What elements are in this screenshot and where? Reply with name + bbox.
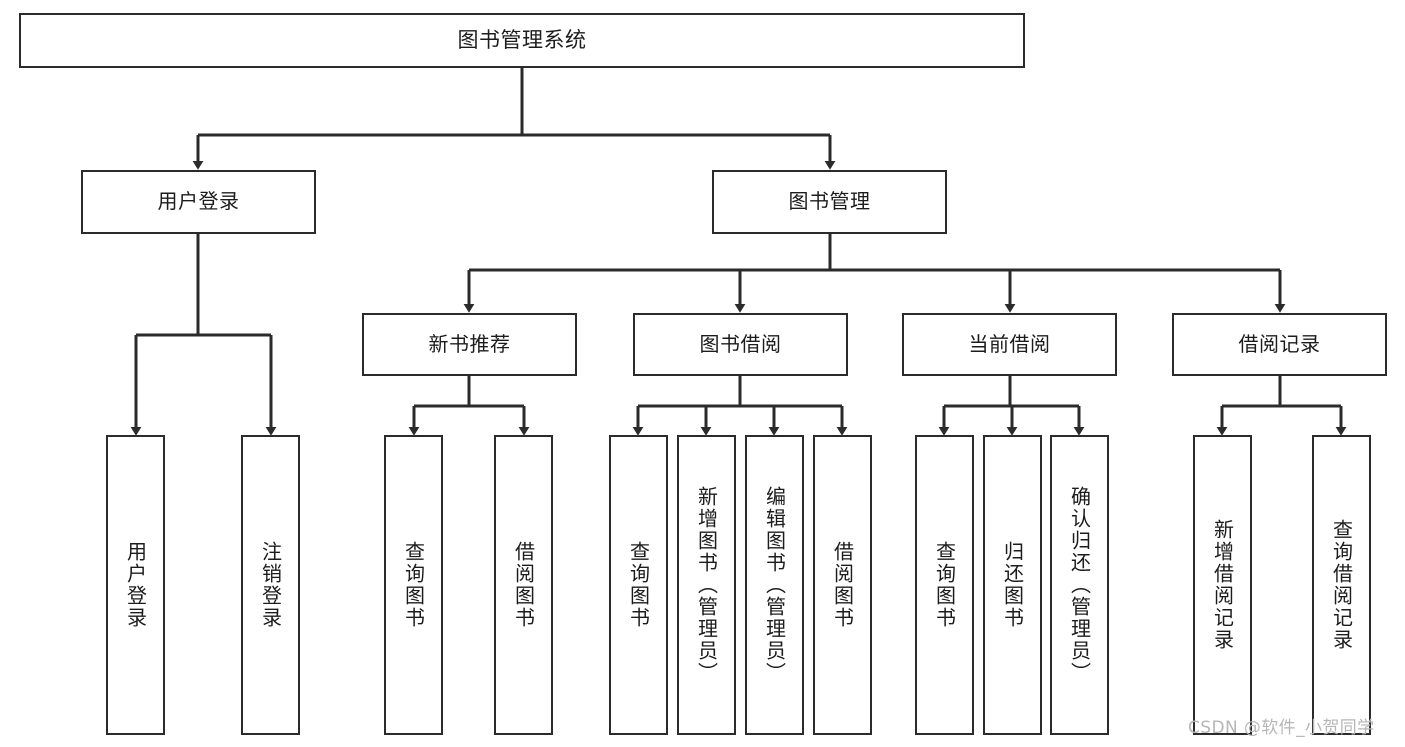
node-label: 查询图书 (626, 541, 651, 629)
node-label: 确认归还（管理员） (1067, 486, 1092, 684)
node-label: 查询图书 (401, 541, 426, 629)
leaf-book-borrow-edit[interactable]: 编辑图书（管理员） (745, 435, 804, 735)
leaf-book-borrow-query[interactable]: 查询图书 (609, 435, 668, 735)
node-book-management[interactable]: 图书管理 (712, 170, 947, 234)
leaf-current-borrow-query[interactable]: 查询图书 (915, 435, 974, 735)
node-label: 图书管理系统 (457, 28, 587, 53)
leaf-new-book-query[interactable]: 查询图书 (384, 435, 443, 735)
leaf-book-borrow-borrow[interactable]: 借阅图书 (813, 435, 872, 735)
node-book-borrow[interactable]: 图书借阅 (633, 313, 848, 376)
node-label: 当前借阅 (968, 331, 1051, 356)
leaf-user-login-login[interactable]: 用户登录 (106, 435, 165, 735)
leaf-book-borrow-add[interactable]: 新增图书（管理员） (677, 435, 736, 735)
node-current-borrow[interactable]: 当前借阅 (902, 313, 1117, 376)
node-label: 借阅图书 (830, 541, 855, 629)
leaf-user-login-logout[interactable]: 注销登录 (241, 435, 300, 735)
node-label: 图书管理 (788, 189, 871, 214)
node-label: 查询借阅记录 (1329, 519, 1354, 651)
node-label: 用户登录 (157, 189, 240, 214)
node-label: 新增图书（管理员） (694, 486, 719, 684)
node-label: 用户登录 (123, 541, 148, 629)
leaf-borrow-record-add[interactable]: 新增借阅记录 (1193, 435, 1252, 735)
node-label: 新书推荐 (428, 331, 511, 356)
node-label: 借阅图书 (511, 541, 536, 629)
node-label: 归还图书 (1000, 541, 1025, 629)
leaf-new-book-borrow[interactable]: 借阅图书 (494, 435, 553, 735)
node-label: 编辑图书（管理员） (762, 486, 787, 684)
node-label: 注销登录 (258, 541, 283, 629)
leaf-current-borrow-return[interactable]: 归还图书 (983, 435, 1042, 735)
node-label: 新增借阅记录 (1210, 519, 1235, 651)
watermark-text: CSDN @软件_小贺同学 (1188, 718, 1375, 738)
node-new-book-recommend[interactable]: 新书推荐 (362, 313, 577, 376)
node-user-login[interactable]: 用户登录 (81, 170, 316, 234)
leaf-borrow-record-query[interactable]: 查询借阅记录 (1312, 435, 1371, 735)
node-label: 借阅记录 (1238, 331, 1321, 356)
leaf-current-borrow-confirm-return[interactable]: 确认归还（管理员） (1050, 435, 1109, 735)
node-label: 图书借阅 (699, 331, 782, 356)
node-root-system[interactable]: 图书管理系统 (19, 13, 1025, 68)
node-label: 查询图书 (932, 541, 957, 629)
node-borrow-record[interactable]: 借阅记录 (1172, 313, 1387, 376)
